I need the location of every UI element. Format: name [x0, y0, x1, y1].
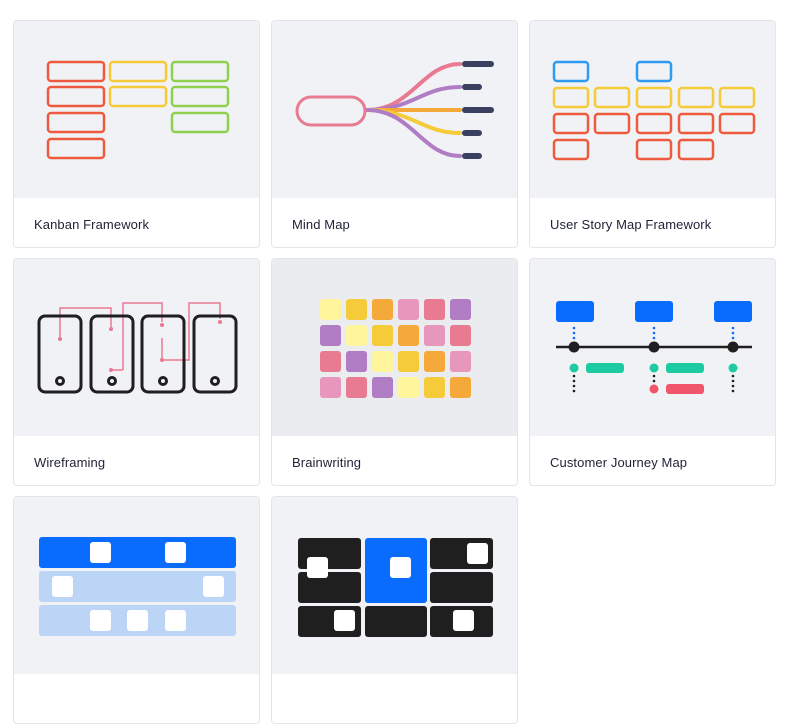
template-card-swimlane[interactable]	[13, 496, 260, 724]
brainwriting-icon	[272, 259, 517, 436]
template-label: User Story Map Framework	[550, 217, 712, 232]
customer-journey-map-icon	[530, 259, 775, 436]
template-card-grid-blocks[interactable]	[271, 496, 518, 724]
template-card-customer-journey-map[interactable]: Customer Journey Map	[529, 258, 776, 486]
template-card-kanban[interactable]: Kanban Framework	[13, 20, 260, 248]
template-label: Kanban Framework	[34, 217, 150, 232]
wireframing-icon	[14, 259, 259, 436]
user-story-map-icon	[530, 21, 775, 198]
template-label: Wireframing	[34, 455, 106, 470]
template-grid: Kanban Framework	[13, 20, 776, 724]
swimlane-icon	[14, 497, 259, 674]
template-label: Customer Journey Map	[550, 455, 688, 470]
template-card-wireframing[interactable]: Wireframing	[13, 258, 260, 486]
grid-blocks-icon	[272, 497, 517, 674]
template-card-mind-map[interactable]: Mind Map	[271, 20, 518, 248]
kanban-icon	[14, 21, 259, 198]
mind-map-icon	[272, 21, 517, 198]
template-label: Brainwriting	[292, 455, 362, 470]
template-card-brainwriting[interactable]: Brainwriting	[271, 258, 518, 486]
template-label: Mind Map	[292, 217, 350, 232]
template-card-user-story-map[interactable]: User Story Map Framework	[529, 20, 776, 248]
